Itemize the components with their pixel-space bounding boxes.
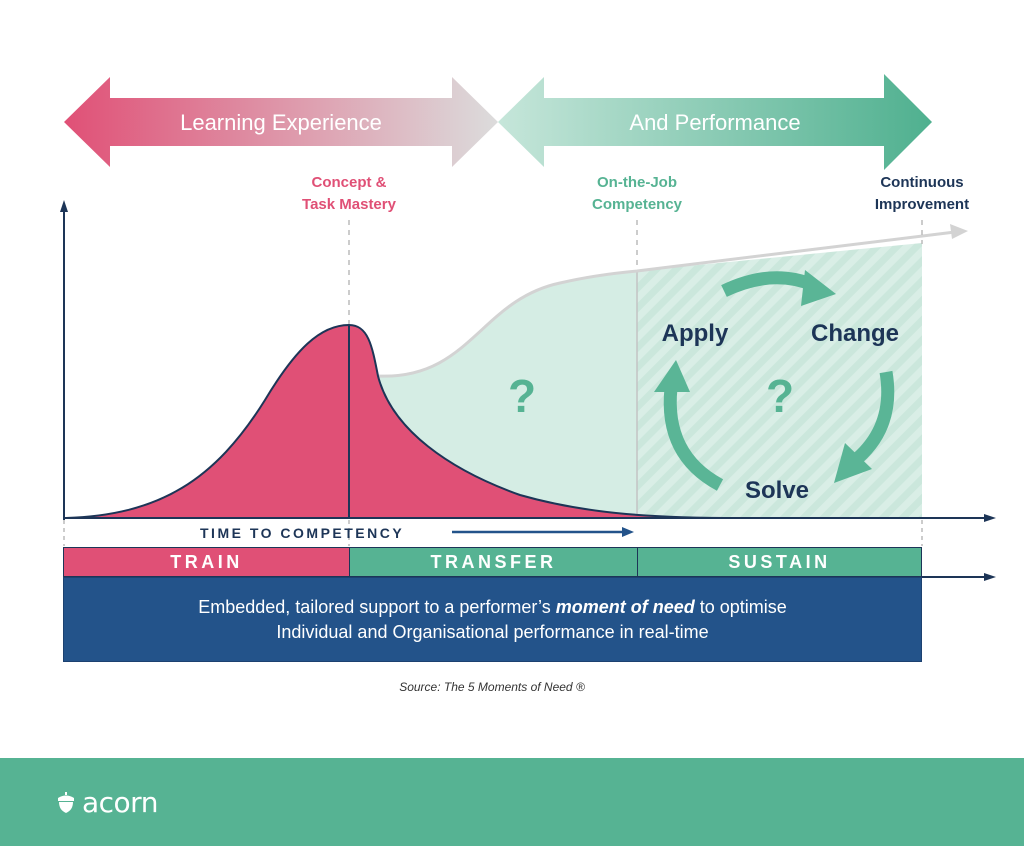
support-line1: Embedded, tailored support to a performe…	[198, 595, 787, 620]
apply-change-arrowhead	[801, 270, 836, 306]
x-axis-arrowhead	[984, 514, 996, 522]
on-job-competency-label: On-the-Job Competency	[557, 172, 717, 216]
learning-experience-arrow	[64, 77, 498, 167]
moment-of-need: moment of need	[555, 596, 695, 617]
acorn-logo-text: acorn	[82, 786, 158, 819]
phase-train: TRAIN	[63, 547, 350, 577]
onjob-line1: On-the-Job	[597, 174, 677, 191]
learning-curve	[65, 323, 741, 519]
onjob-line2: Competency	[591, 196, 683, 213]
concept-line2: Task Mastery	[302, 196, 396, 213]
apply-label: Apply	[662, 320, 729, 347]
phase-transfer: TRANSFER	[349, 547, 638, 577]
concept-mastery-label: Concept & Task Mastery	[269, 172, 429, 216]
acorn-icon	[58, 791, 74, 813]
learning-experience-label: Learning Experience	[180, 110, 382, 135]
support-line1-post: to optimise	[694, 596, 787, 617]
support-line1-pre: Embedded, tailored support to a performe…	[198, 596, 556, 617]
learning-performance-diagram: Learning Experience And Performance TIME…	[60, 74, 996, 581]
solve-label: Solve	[745, 477, 809, 504]
solve-to-apply-arrow	[663, 387, 724, 491]
acorn-logo[interactable]: acorn	[56, 786, 158, 819]
cycle-question-mark: ?	[766, 370, 794, 422]
y-axis-arrowhead	[60, 200, 68, 212]
phase-axis-arrowhead	[984, 573, 996, 581]
performance-arrow	[498, 74, 932, 170]
support-line2: Individual and Organisational performanc…	[276, 621, 709, 642]
change-solve-arrowhead	[834, 443, 872, 483]
trend-arrowhead	[950, 224, 968, 239]
continuous-line1: Continuous	[880, 174, 964, 191]
improvement-trend-line	[377, 230, 956, 378]
change-to-solve-arrow	[853, 370, 895, 463]
footer-bar: acorn	[0, 758, 1024, 846]
continuous-line2: Improvement	[874, 196, 970, 213]
time-to-competency-label: TIME TO COMPETENCY	[200, 525, 404, 541]
source-caption: Source: The 5 Moments of Need ®	[399, 680, 585, 694]
change-label: Change	[811, 320, 899, 347]
support-description: Embedded, tailored support to a performe…	[63, 577, 922, 662]
continuous-improvement-label: Continuous Improvement	[852, 172, 992, 216]
performance-label: And Performance	[629, 110, 800, 135]
concept-line1: Concept &	[311, 174, 387, 191]
solve-apply-arrowhead	[654, 360, 690, 392]
phase-sustain: SUSTAIN	[637, 547, 922, 577]
time-arrowhead	[622, 527, 634, 537]
transfer-question-mark: ?	[508, 370, 536, 422]
